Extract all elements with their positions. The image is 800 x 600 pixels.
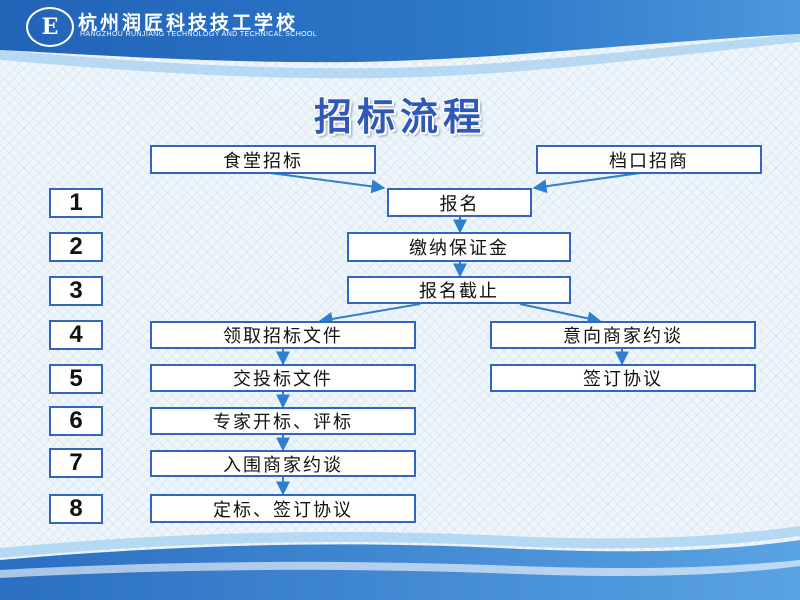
- step-number-7: 7: [49, 448, 103, 478]
- arrow-right-to-s1: [532, 171, 648, 194]
- school-name-en: HANGZHOU RUNJIANG TECHNOLOGY AND TECHNIC…: [80, 31, 318, 38]
- step-intended-merchant-interview: 意向商家约谈: [490, 321, 756, 349]
- step-number-3: 3: [49, 276, 103, 306]
- step-shortlist-interview: 入围商家约谈: [150, 450, 416, 477]
- step-number-5: 5: [49, 364, 103, 394]
- source-canteen-tender: 食堂招标: [150, 145, 376, 174]
- step-get-tender-docs: 领取招标文件: [150, 321, 416, 349]
- step-number-4: 4: [49, 320, 103, 350]
- page-title: 招标流程: [313, 95, 486, 139]
- step-number-6: 6: [49, 406, 103, 436]
- step-number-8: 8: [49, 494, 103, 524]
- step-number-1: 1: [49, 188, 103, 218]
- source-stall-investment: 档口招商: [536, 145, 762, 174]
- arrow-s3-right: [519, 303, 602, 326]
- arrow-s3-left: [318, 303, 421, 326]
- step-expert-bid-opening: 专家开标、评标: [150, 407, 416, 435]
- step-register: 报名: [387, 188, 532, 217]
- step-award-sign-agreement: 定标、签订协议: [150, 494, 416, 523]
- step-registration-close: 报名截止: [347, 276, 571, 304]
- step-sign-agreement: 签订协议: [490, 364, 756, 392]
- school-logo: E: [26, 7, 74, 47]
- arrow-left-to-s1: [262, 171, 386, 194]
- step-pay-deposit: 缴纳保证金: [347, 232, 571, 262]
- school-name-cn: 杭州润匠科技技工学校: [78, 12, 299, 34]
- step-submit-bid-docs: 交投标文件: [150, 364, 416, 392]
- step-number-2: 2: [49, 232, 103, 262]
